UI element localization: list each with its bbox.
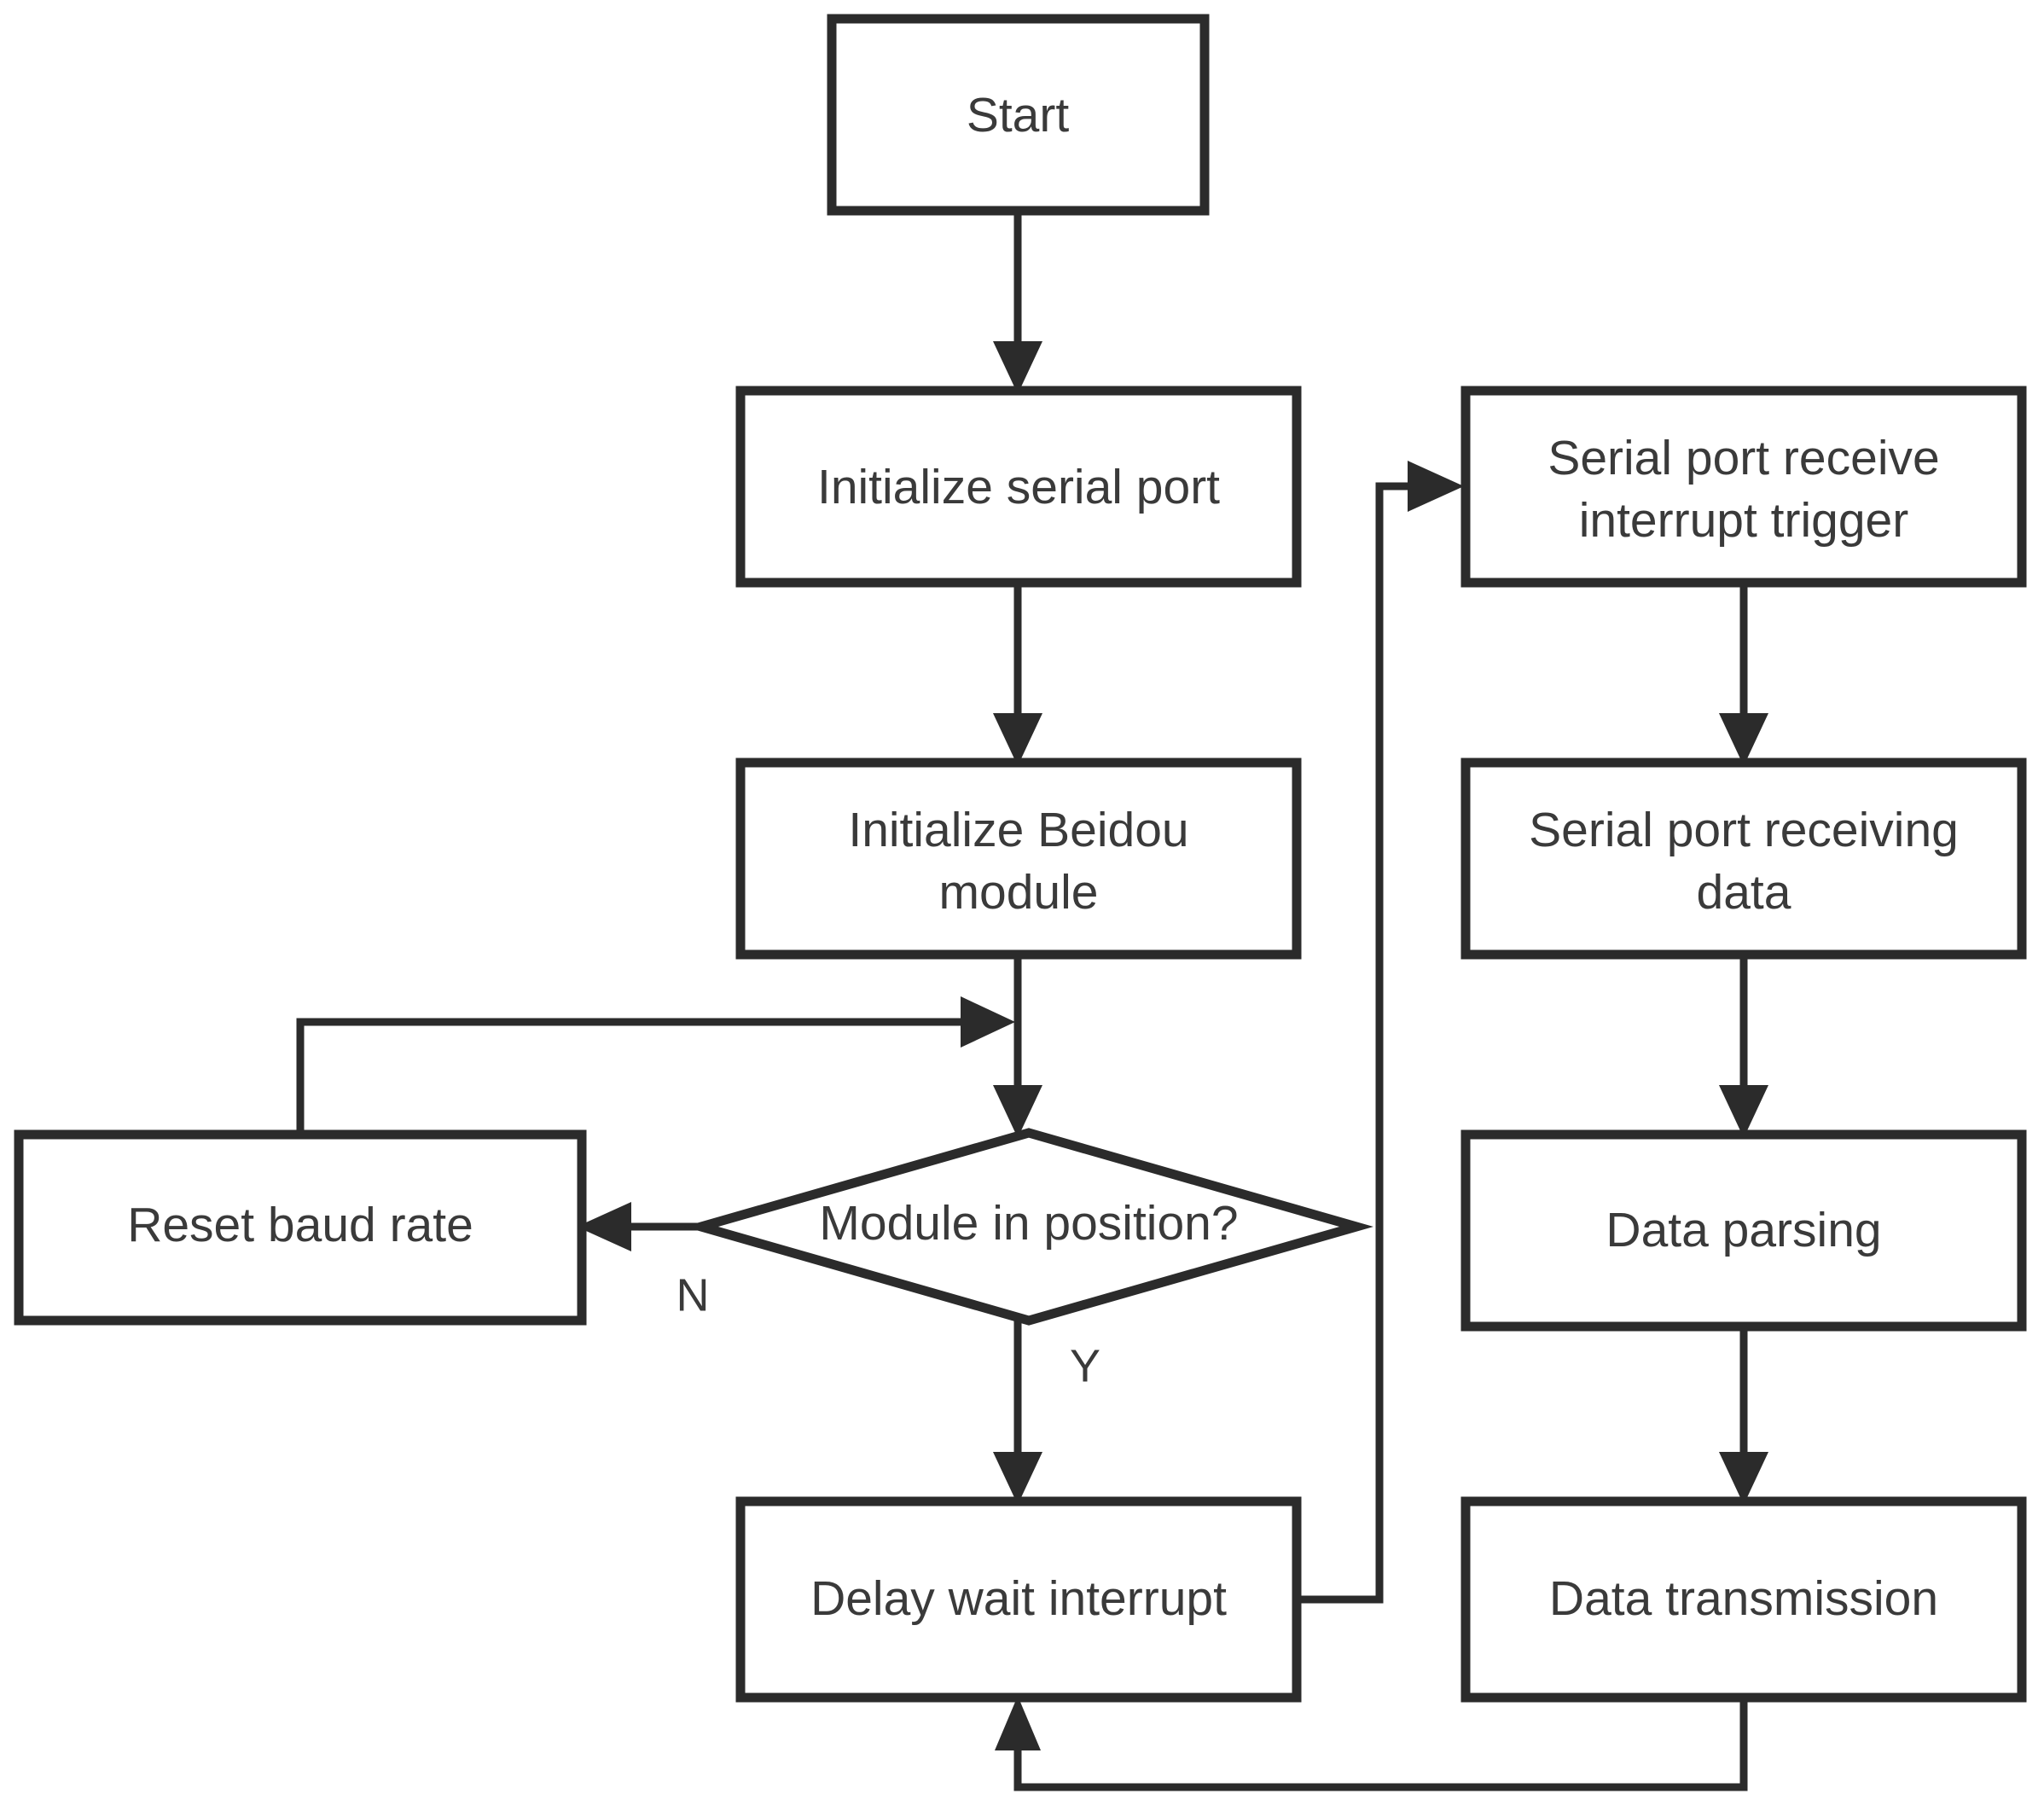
node-label-receiving-data-line1: Serial port receiving: [1529, 803, 1959, 857]
node-module-in-position[interactable]: Module in position?: [684, 1128, 1373, 1326]
branch-label-no: N: [676, 1269, 710, 1321]
node-shape-rect: [1460, 386, 2027, 588]
node-init-beidou-module[interactable]: Initialize Beidou module: [735, 758, 1302, 960]
arrow-head-left-icon: [577, 1202, 631, 1251]
arrow-head-right-icon: [961, 996, 1015, 1048]
node-serial-port-receiving-data[interactable]: Serial port receiving data: [1460, 758, 2027, 960]
edge-delay-to-receive-interrupt: [1297, 461, 1464, 1604]
node-shape-rect: [735, 386, 1302, 588]
edge-receive-interrupt-to-receiving-data: [1719, 583, 1768, 766]
node-label-receive-interrupt-line2: interrupt trigger: [1579, 493, 1909, 548]
node-reset-baud-rate[interactable]: Reset baud rate: [14, 1129, 587, 1326]
edge-decision-yes-to-delay: Y: [993, 1321, 1100, 1505]
node-serial-port-receive-interrupt-trigger[interactable]: Serial port receive interrupt trigger: [1460, 386, 2027, 588]
node-shape-rect: [735, 758, 1302, 960]
node-shape-rect: [1460, 1129, 2027, 1332]
node-label-start: Start: [967, 88, 1070, 142]
node-label-init-beidou-module-line2: module: [939, 865, 1099, 920]
edge-line: [296, 1018, 972, 1135]
node-label-receive-interrupt-line1: Serial port receive: [1548, 431, 1939, 485]
node-shape-diamond: [684, 1128, 1373, 1326]
edge-init-serial-to-init-beidou: [993, 583, 1042, 766]
node-start[interactable]: Start: [827, 14, 1210, 216]
edge-reset-to-decision-loop: [296, 996, 1015, 1135]
node-init-serial-port[interactable]: Initialize serial port: [735, 386, 1302, 588]
node-shape-rect: [735, 1496, 1302, 1703]
edge-receiving-data-to-parsing: [1719, 955, 1768, 1138]
node-label-receiving-data-line2: data: [1697, 865, 1791, 920]
arrow-head-down-icon: [1719, 713, 1768, 766]
edge-decision-no-to-reset: N: [577, 1202, 710, 1321]
arrow-head-down-icon: [993, 341, 1042, 394]
node-shape-rect: [1460, 1496, 2027, 1703]
arrow-head-down-icon: [993, 1085, 1042, 1138]
arrow-head-down-icon: [993, 1452, 1042, 1505]
edge-transmission-to-delay-loop: [995, 1696, 1748, 1791]
arrow-head-right-icon: [1408, 461, 1464, 512]
node-data-transmission[interactable]: Data transmission: [1460, 1496, 2027, 1703]
node-label-init-serial-port: Initialize serial port: [817, 460, 1220, 514]
edge-line: [1013, 1698, 1748, 1791]
node-delay-wait-interrupt[interactable]: Delay wait interrupt: [735, 1496, 1302, 1703]
arrow-head-down-icon: [1719, 1452, 1768, 1505]
edge-init-beidou-to-decision: [993, 955, 1042, 1138]
node-data-parsing[interactable]: Data parsing: [1460, 1129, 2027, 1332]
arrow-head-down-icon: [993, 713, 1042, 766]
branch-label-yes: Y: [1070, 1340, 1100, 1391]
edge-parsing-to-transmission: [1719, 1326, 1768, 1505]
node-label-reset-baud-rate: Reset baud rate: [127, 1198, 473, 1252]
node-shape-rect: [1460, 758, 2027, 960]
node-shape-rect: [14, 1129, 587, 1326]
arrow-head-down-icon: [1719, 1085, 1768, 1138]
node-label-module-in-position: Module in position?: [819, 1196, 1238, 1251]
arrow-head-up-icon: [995, 1696, 1041, 1750]
node-shape-rect: [827, 14, 1210, 216]
node-label-init-beidou-module-line1: Initialize Beidou: [848, 803, 1188, 857]
node-label-data-parsing: Data parsing: [1606, 1203, 1881, 1257]
node-label-delay-wait-interrupt: Delay wait interrupt: [810, 1571, 1227, 1626]
edge-line: [1297, 482, 1426, 1604]
node-label-data-transmission: Data transmission: [1549, 1571, 1938, 1626]
edge-start-to-init-serial: [993, 211, 1042, 394]
